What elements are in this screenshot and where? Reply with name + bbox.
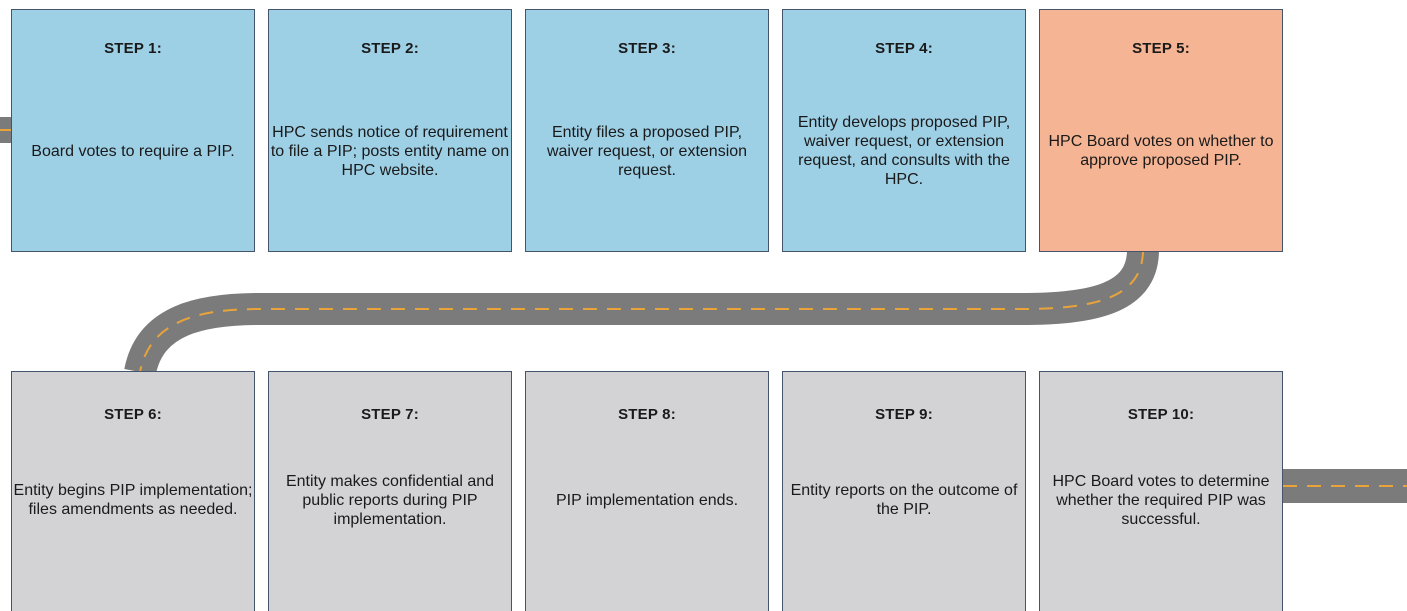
step-3-text: Entity files a proposed PIP, waiver requ…	[546, 123, 748, 179]
step-5-box: STEP 5: HPC Board votes on whether to ap…	[1039, 9, 1283, 252]
step-5-title: STEP 5:	[1132, 40, 1190, 57]
step-2-text: HPC sends notice of requirement to file …	[270, 123, 510, 179]
step-7-title: STEP 7:	[361, 406, 419, 423]
step-1-title: STEP 1:	[104, 40, 162, 57]
road-dash-curve	[139, 249, 1144, 373]
step-4-title: STEP 4:	[875, 40, 933, 57]
step-10-title: STEP 10:	[1127, 406, 1195, 423]
step-8-box: STEP 8: PIP implementation ends.	[525, 371, 769, 611]
step-3-title: STEP 3:	[618, 40, 676, 57]
road-segment-curve	[124, 248, 1159, 376]
step-7-box: STEP 7: Entity makes confidential and pu…	[268, 371, 512, 611]
step-1-box: STEP 1: Board votes to require a PIP.	[11, 9, 255, 252]
step-1-text: Board votes to require a PIP.	[31, 142, 235, 160]
step-8-title: STEP 8:	[618, 406, 676, 423]
step-3-box: STEP 3: Entity files a proposed PIP, wai…	[525, 9, 769, 252]
step-2-box: STEP 2: HPC sends notice of requirement …	[268, 9, 512, 252]
step-9-title: STEP 9:	[875, 406, 933, 423]
step-6-text: Entity begins PIP implementation; files …	[13, 482, 253, 518]
step-6-box: STEP 6: Entity begins PIP implementation…	[11, 371, 255, 611]
step-4-text: Entity develops proposed PIP, waiver req…	[797, 114, 1011, 188]
step-4-box: STEP 4: Entity develops proposed PIP, wa…	[782, 9, 1026, 252]
step-8-text: PIP implementation ends.	[555, 491, 739, 509]
step-6-title: STEP 6:	[104, 406, 162, 423]
step-9-text: Entity reports on the outcome of the PIP…	[790, 482, 1018, 518]
step-5-text: HPC Board votes on whether to approve pr…	[1048, 133, 1274, 169]
step-10-box: STEP 10: HPC Board votes to determine wh…	[1039, 371, 1283, 611]
step-7-text: Entity makes confidential and public rep…	[285, 472, 495, 528]
step-9-box: STEP 9: Entity reports on the outcome of…	[782, 371, 1026, 611]
step-10-text: HPC Board votes to determine whether the…	[1052, 472, 1270, 528]
step-2-title: STEP 2:	[361, 40, 419, 57]
